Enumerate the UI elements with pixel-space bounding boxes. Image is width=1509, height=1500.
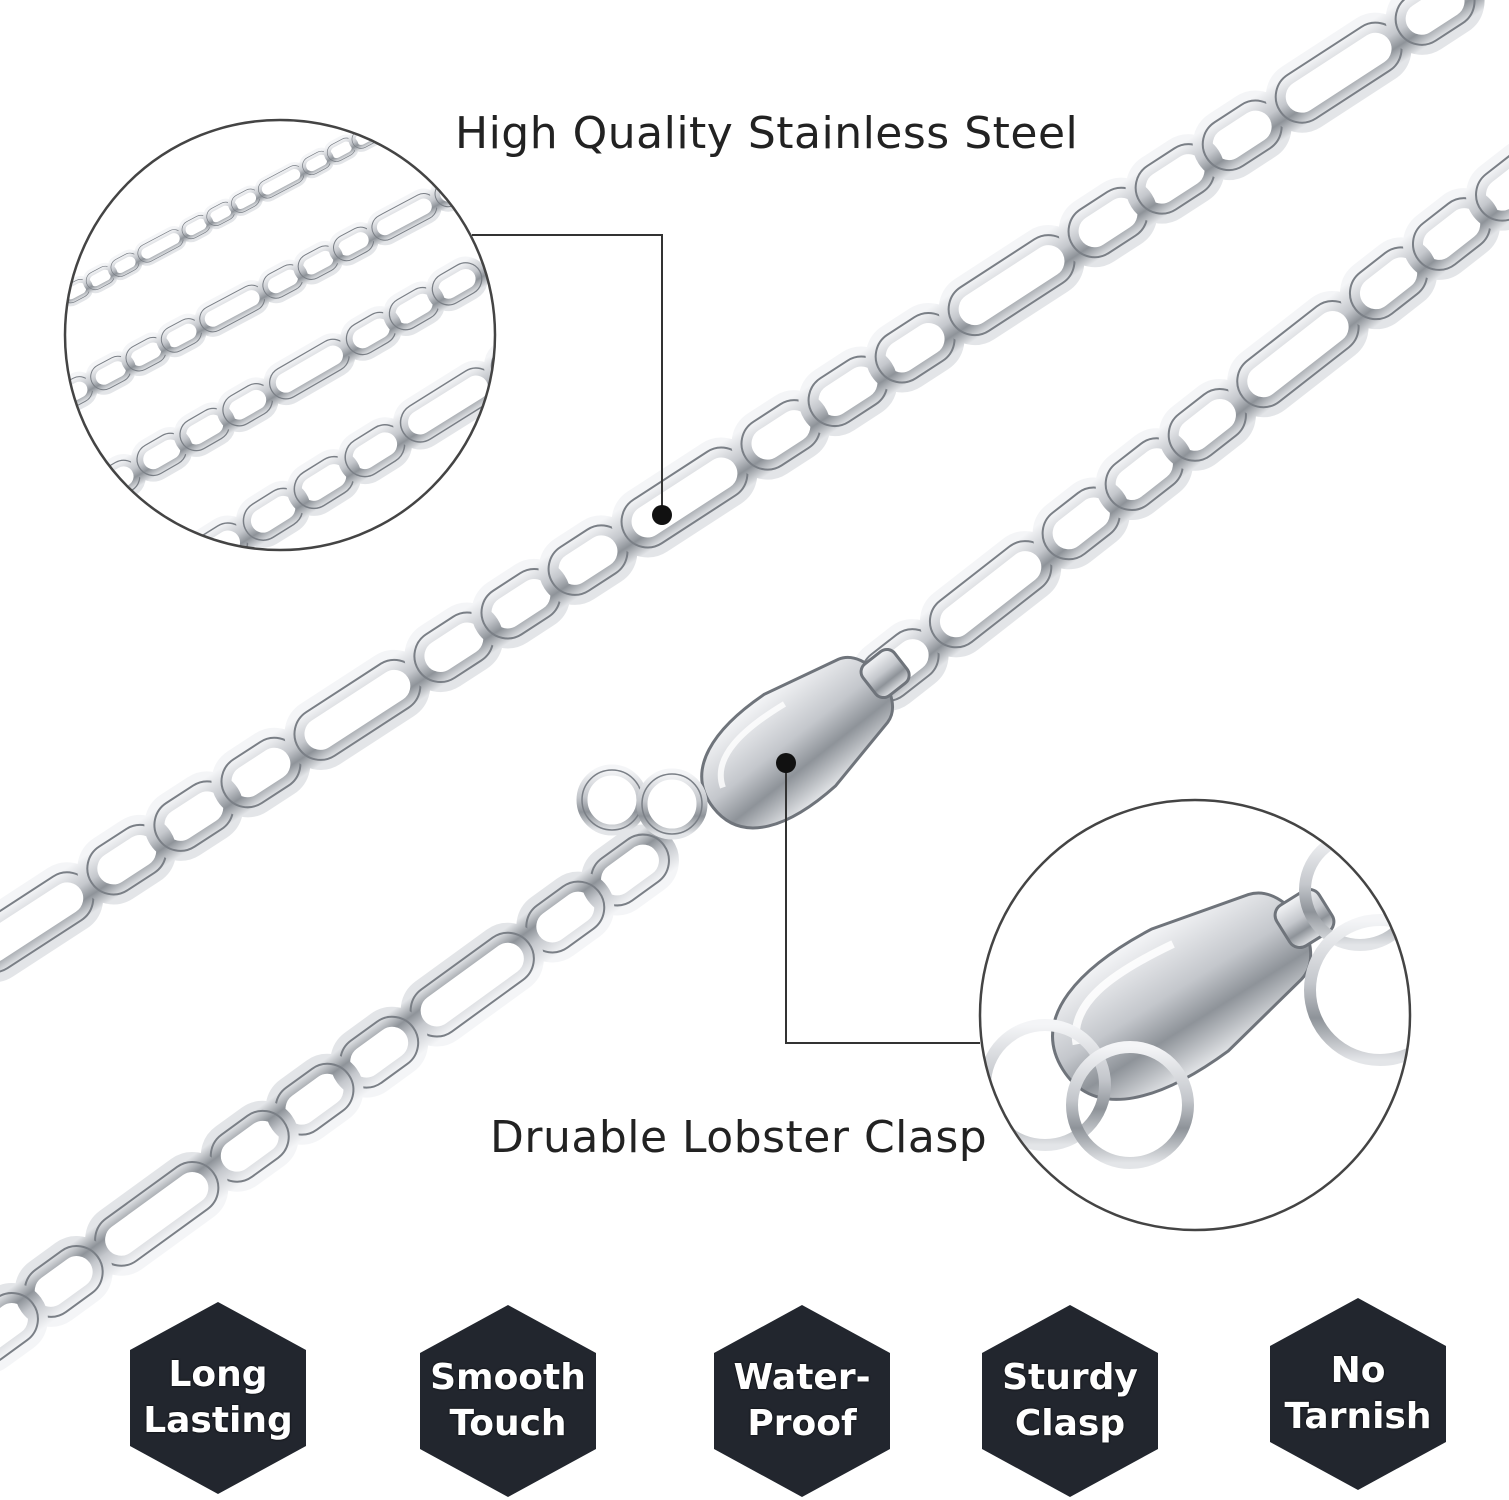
- callout-leader-clasp: [776, 753, 980, 1044]
- hexagon-icon: [130, 1302, 306, 1494]
- badge-smooth-touch: Smooth Touch: [418, 1303, 598, 1499]
- badge-label: No Tarnish: [1284, 1350, 1432, 1437]
- badge-water-proof: Water- Proof: [712, 1303, 892, 1499]
- callout-leader-steel: [472, 234, 672, 525]
- hexagon-icon: [420, 1305, 596, 1497]
- badge-label: Water- Proof: [733, 1357, 871, 1444]
- badge-label: Long Lasting: [143, 1354, 293, 1441]
- badge-label: Smooth Touch: [430, 1357, 586, 1444]
- lobster-clasp: [576, 647, 911, 840]
- badge-no-tarnish: No Tarnish: [1268, 1296, 1448, 1492]
- chain-detail-circle: [63, 118, 497, 552]
- badge-long-lasting: Long Lasting: [128, 1300, 308, 1496]
- callout-title-stainless-steel: High Quality Stainless Steel: [455, 108, 1079, 159]
- badge-sturdy-clasp: Sturdy Clasp: [980, 1303, 1160, 1499]
- badge-label: Sturdy Clasp: [1002, 1357, 1138, 1444]
- hexagon-icon: [982, 1305, 1158, 1497]
- clasp-detail-circle: [978, 798, 1412, 1232]
- callout-title-lobster-clasp: Druable Lobster Clasp: [490, 1112, 988, 1163]
- hexagon-icon: [1270, 1298, 1446, 1490]
- hexagon-icon: [714, 1305, 890, 1497]
- lower-chain-right-strand: [851, 138, 1509, 711]
